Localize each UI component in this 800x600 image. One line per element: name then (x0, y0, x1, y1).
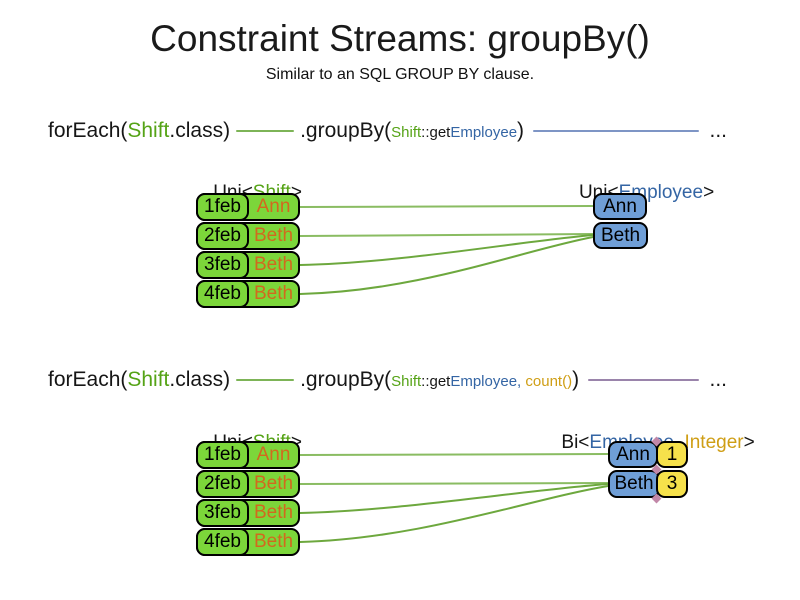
code-foreach-close: .class) (169, 368, 231, 391)
code-foreach-open: forEach( (48, 368, 128, 391)
shift-employee: Beth (253, 283, 294, 304)
code-groupby-open: .groupBy( (300, 368, 392, 391)
shift-table-1: 1feb Ann 2feb Beth 3feb Beth 4feb Beth (196, 193, 300, 309)
shift-employee: Beth (253, 473, 294, 494)
group-count: 3 (666, 473, 678, 494)
link-d2-row4-to-beth (299, 485, 609, 543)
code-arg-method: ::get (421, 124, 451, 141)
shift-date: 1feb (196, 441, 249, 469)
code-foreach-open: forEach( (48, 119, 128, 142)
code-groupby-close: ) (572, 368, 580, 391)
shift-row: 1feb Ann (196, 441, 300, 469)
code-arg-class: Shift (391, 124, 422, 141)
group-count: 1 (666, 443, 678, 465)
group-box-beth-2: Beth (608, 470, 660, 498)
shift-row: 3feb Beth (196, 499, 300, 527)
code-ellipsis: ... (709, 368, 727, 391)
code-arg-method: ::get (421, 373, 451, 390)
shift-employee: Beth (253, 531, 294, 552)
code-arg-separator: , (517, 373, 526, 390)
code-foreach-close: .class) (169, 119, 231, 142)
count-box-ann: 1 (656, 441, 688, 468)
code-shift-class: Shift (127, 368, 170, 391)
shift-row: 2feb Beth (196, 222, 300, 250)
shift-row: 4feb Beth (196, 528, 300, 556)
count-box-beth: 3 (656, 470, 688, 498)
shift-date: 3feb (196, 499, 249, 527)
stream-edge-purple-2 (588, 379, 700, 381)
code-line-1: forEach( Shift .class) .groupBy( Shift :… (48, 118, 727, 144)
label-suffix: > (703, 182, 715, 203)
group-employee: Ann (616, 443, 650, 465)
shift-date: 3feb (196, 251, 249, 279)
code-arg-count: count() (525, 373, 573, 390)
group-employee: Beth (614, 473, 654, 494)
shift-row: 1feb Ann (196, 193, 300, 221)
group-employee: Ann (603, 195, 637, 217)
shift-date: 4feb (196, 528, 249, 556)
code-arg-type: Employee (450, 124, 518, 141)
group-employee: Beth (600, 224, 641, 246)
group-box-ann-2: Ann (608, 441, 658, 468)
code-groupby-open: .groupBy( (300, 119, 392, 142)
shift-table-2: 1feb Ann 2feb Beth 3feb Beth 4feb Beth (196, 441, 300, 557)
shift-employee: Beth (253, 225, 294, 246)
shift-date: 2feb (196, 470, 249, 498)
link-d2-row2-to-beth (299, 482, 609, 485)
stream-edge-green-2 (236, 379, 295, 381)
code-groupby-close: ) (517, 119, 525, 142)
page-title: Constraint Streams: groupBy() (150, 18, 650, 59)
label-prefix: Bi< (561, 432, 590, 453)
group-box-ann-1: Ann (593, 193, 647, 220)
label-suffix: > (290, 182, 302, 203)
stream-edge-blue-1 (533, 130, 700, 132)
shift-date: 2feb (196, 222, 249, 250)
code-ellipsis: ... (709, 119, 727, 142)
code-shift-class: Shift (127, 119, 170, 142)
shift-employee: Beth (253, 502, 294, 523)
shift-date: 4feb (196, 280, 249, 308)
link-d1-row2-to-beth (299, 233, 594, 237)
shift-employee: Ann (256, 196, 291, 217)
link-d1-row4-to-beth (299, 236, 594, 295)
group-box-beth-1: Beth (593, 222, 648, 249)
shift-row: 2feb Beth (196, 470, 300, 498)
shift-employee: Ann (256, 444, 291, 465)
link-d2-row3-to-beth (299, 483, 609, 514)
code-arg-type: Employee (450, 373, 518, 390)
shift-row: 4feb Beth (196, 280, 300, 308)
shift-row: 3feb Beth (196, 251, 300, 279)
code-arg-class: Shift (391, 373, 422, 390)
stream-edge-green-1 (236, 130, 295, 132)
code-line-2: forEach( Shift .class) .groupBy( Shift :… (48, 367, 727, 393)
label-suffix: > (743, 432, 755, 453)
label-type2: Integer (684, 432, 744, 453)
page-subtitle: Similar to an SQL GROUP BY clause. (265, 66, 535, 83)
shift-date: 1feb (196, 193, 249, 221)
link-d1-row3-to-beth (299, 234, 594, 266)
shift-employee: Beth (253, 254, 294, 275)
